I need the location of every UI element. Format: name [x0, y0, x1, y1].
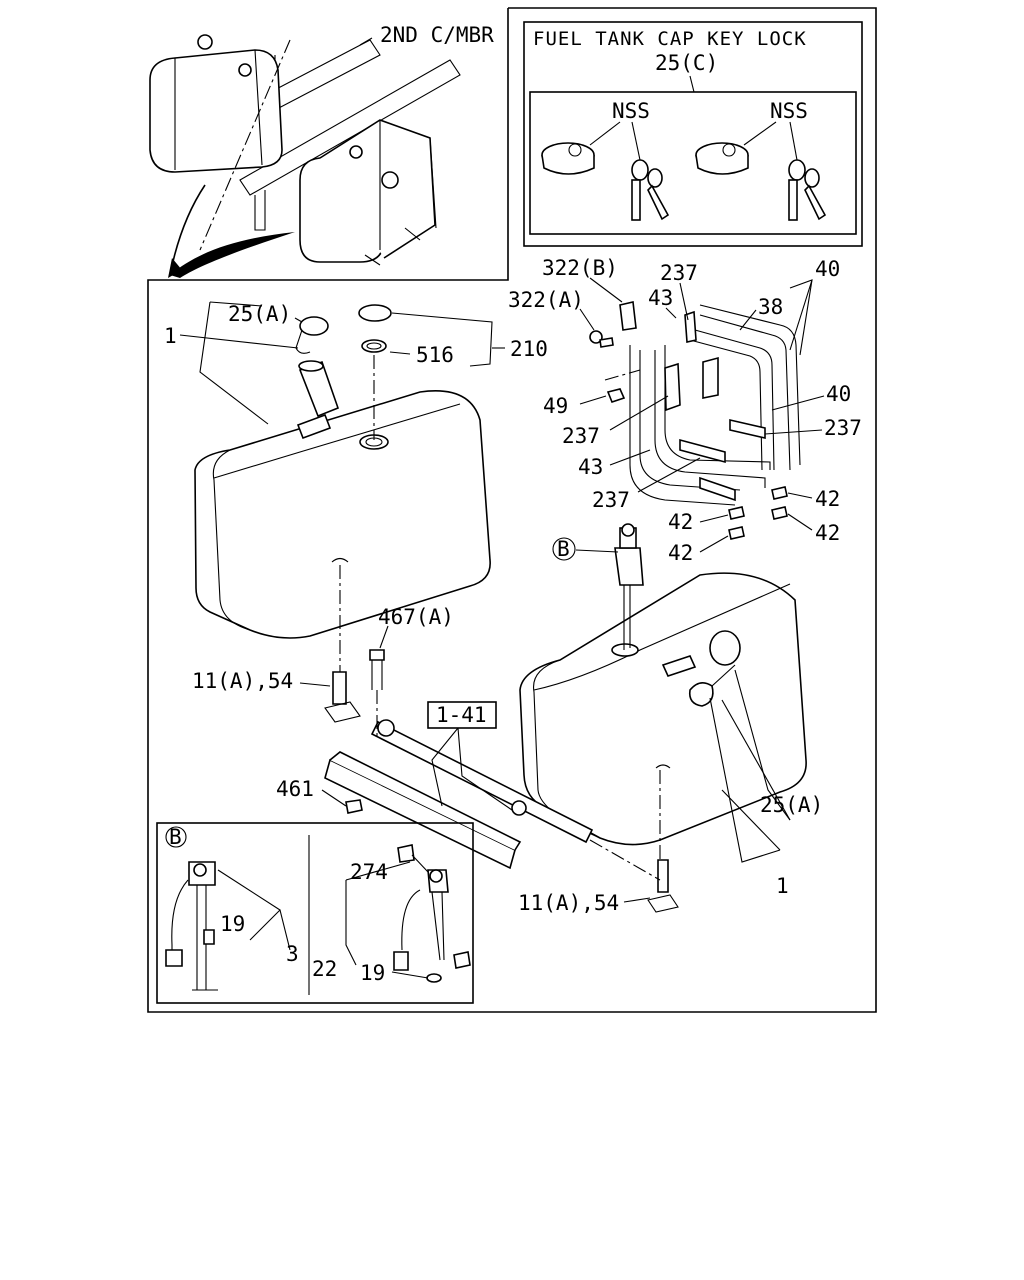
label-22: 22: [312, 957, 337, 981]
label-1-bottom: 1: [776, 874, 789, 898]
leader-lines: [179, 277, 825, 979]
key-lock-box: FUEL TANK CAP KEY LOCK 25(C) NSS NSS: [523, 21, 863, 247]
label-11a54-right: 11(A),54: [518, 891, 619, 915]
label-210: 210: [510, 337, 548, 361]
label-42-c: 42: [668, 510, 693, 534]
nss-label-right: NSS: [770, 99, 808, 123]
label-49: 49: [543, 394, 568, 418]
label-19-right: 19: [360, 961, 385, 985]
label-237-top: 237: [660, 261, 698, 285]
label-322a: 322(A): [508, 288, 584, 312]
vehicle-frame-inset: 2ND C/MBR: [149, 23, 494, 278]
label-42-d: 42: [668, 541, 693, 565]
label-461: 461: [276, 777, 314, 801]
fuel-tank-left: [194, 360, 491, 639]
tank-bracket-assembly: [589, 301, 801, 540]
locking-cap-icon: [695, 142, 749, 175]
label-467a: 467(A): [378, 605, 454, 629]
nss-label-left: NSS: [612, 99, 650, 123]
label-237-left: 237: [562, 424, 600, 448]
label-25a-top: 25(A): [228, 302, 291, 326]
label-322b: 322(B): [542, 256, 618, 280]
key-lock-title: FUEL TANK CAP KEY LOCK: [533, 28, 807, 50]
label-237-right: 237: [824, 416, 862, 440]
label-274: 274: [350, 860, 388, 884]
key-icon: [788, 159, 827, 221]
frame-rail-label: 2ND C/MBR: [380, 23, 494, 47]
label-25a-right: 25(A): [760, 793, 823, 817]
fuel-cap-left: [295, 316, 329, 354]
label-3: 3: [286, 942, 299, 966]
label-42-b: 42: [815, 521, 840, 545]
label-516: 516: [416, 343, 454, 367]
part-labels: 25(A) 1 516 210 322(B) 322(A) 237 43 40 …: [164, 256, 862, 915]
label-43-left: 43: [578, 455, 603, 479]
label-40-mid: 40: [826, 382, 851, 406]
label-11a54-left: 11(A),54: [192, 669, 293, 693]
detail-b-labels: 19 3 274 22 19: [220, 860, 388, 985]
fuel-sender-unit: [614, 523, 644, 650]
gauge-cover-and-gasket: [339, 304, 392, 690]
detail-b-box: B: [156, 822, 474, 1004]
label-237-bottom: 237: [592, 488, 630, 512]
label-19-left: 19: [220, 912, 245, 936]
label-43-top: 43: [648, 286, 673, 310]
fuel-cap-right: [709, 630, 741, 666]
label-40-top: 40: [815, 257, 840, 281]
detail-b-marker: B: [169, 825, 182, 849]
label-38: 38: [758, 295, 783, 319]
key-icon: [631, 159, 670, 221]
label-1-41: 1-41: [436, 703, 487, 727]
label-b-marker: B: [557, 537, 570, 561]
key-lock-part-number: 25(C): [655, 51, 718, 75]
label-42-a: 42: [815, 487, 840, 511]
diagram-frames: [147, 7, 877, 1013]
label-1-top: 1: [164, 324, 177, 348]
locking-cap-icon: [541, 142, 595, 175]
